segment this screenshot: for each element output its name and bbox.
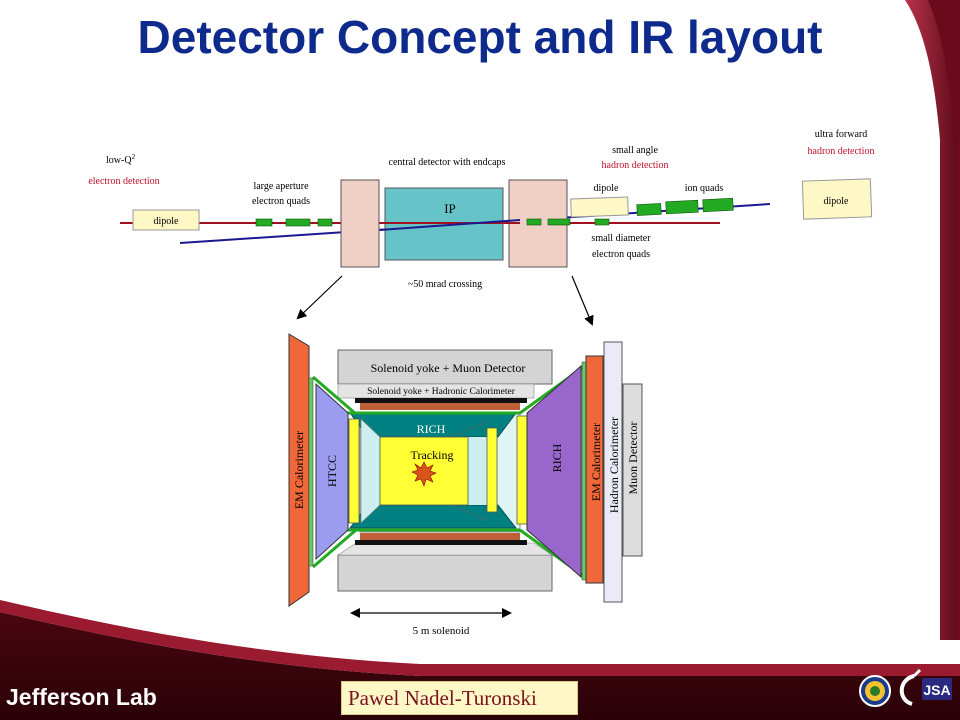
em-cal-right-label: EM Calorimeter — [589, 423, 603, 501]
wedge-line-1 — [449, 420, 491, 438]
dipole-mid-label: dipole — [594, 183, 620, 194]
right-swoosh — [905, 0, 960, 640]
dipole-left-label: dipole — [154, 216, 180, 227]
ultra-forward-label-2: hadron detection — [808, 146, 875, 157]
ion-quad-2 — [665, 199, 699, 215]
yellow-bar-right — [516, 415, 528, 525]
dipole-right-box — [801, 178, 873, 220]
jefferson-lab-logo: Jefferson Lab — [6, 684, 157, 710]
seal-icon — [859, 675, 891, 707]
ip-label: IP — [444, 201, 456, 216]
wedge-line-2 — [449, 504, 491, 522]
crossing-label: ~50 mrad crossing — [408, 279, 482, 290]
coil-top — [355, 398, 527, 403]
small-electron-quad-2 — [547, 218, 571, 226]
ir-layout: low-Q2 electron detection dipole large a… — [88, 129, 875, 326]
rich-right-label: RICH — [550, 443, 564, 472]
coil-top-inner — [360, 403, 520, 410]
endcap-left — [340, 179, 380, 268]
rich-right — [526, 364, 582, 579]
small-angle-label-2: hadron detection — [602, 160, 669, 171]
right-swoosh-dark — [928, 0, 960, 640]
electron-quad-3 — [317, 218, 333, 227]
wedge-left — [360, 418, 381, 524]
author-box: Pawel Nadel-Turonski — [341, 681, 578, 715]
low-q2-label: low-Q2 — [106, 153, 136, 166]
muon-detector-label: Muon Detector — [626, 422, 640, 495]
zoom-arrow-right — [571, 275, 594, 326]
htcc-label: HTCC — [325, 455, 339, 487]
yellow-bar-left — [348, 418, 360, 524]
em-cal-right-strip — [581, 361, 587, 581]
page-title: Detector Concept and IR layout — [137, 11, 823, 63]
small-electron-quad-1 — [526, 218, 542, 226]
solenoid-length-label: 5 m solenoid — [413, 625, 470, 637]
hadronic-cal-bottom — [337, 542, 553, 556]
large-aperture-label-1: large aperture — [253, 181, 309, 192]
em-calorimeter-right — [585, 355, 604, 584]
muon-detector — [622, 383, 643, 557]
yellow-bar-mid — [486, 427, 498, 513]
jsa-logo-icon: JSA — [899, 668, 952, 706]
small-diameter-label-2: electron quads — [592, 249, 650, 260]
small-diameter-label-1: small diameter — [591, 233, 651, 244]
bottom-band — [0, 612, 960, 720]
hadron-calorimeter — [603, 341, 623, 603]
wedge-right — [468, 437, 488, 505]
electron-quad-1 — [255, 218, 273, 227]
green-line-bl — [312, 528, 357, 569]
tracking-label: Tracking — [411, 448, 454, 462]
small-electron-quad-3 — [594, 218, 610, 226]
solenoid-yoke-bottom — [337, 554, 553, 592]
coil-bottom — [355, 540, 527, 545]
large-aperture-label-2: electron quads — [252, 196, 310, 207]
low-q2-sub-label: electron detection — [88, 176, 159, 187]
collision-icon — [411, 461, 437, 487]
rich-top-label: RICH — [417, 422, 446, 436]
green-line-tl — [312, 375, 357, 416]
ion-quad-3 — [702, 197, 734, 213]
bottom-band-accent — [0, 600, 960, 676]
electron-quad-2 — [285, 218, 311, 227]
em-calorimeter-left — [288, 333, 310, 607]
em-cal-left-strip — [308, 377, 314, 567]
svg-text:JSA: JSA — [923, 682, 950, 698]
dipole-left-box — [132, 209, 200, 231]
ion-beam-central — [379, 219, 521, 231]
hadron-cal-label: Hadron Calorimeter — [607, 417, 621, 513]
htcc — [315, 382, 349, 561]
coil-bottom-inner — [360, 533, 520, 540]
ultra-forward-label-1: ultra forward — [815, 129, 867, 140]
em-cal-left-label: EM Calorimeter — [292, 431, 306, 509]
ion-quad-1 — [636, 203, 662, 216]
solenoid-muon-label: Solenoid yoke + Muon Detector — [371, 361, 526, 375]
dipole-right-label: dipole — [824, 196, 850, 207]
solenoid-yoke-top — [337, 349, 553, 385]
zoom-arrow-left — [296, 275, 343, 320]
central-detector-label: central detector with endcaps — [389, 157, 506, 168]
small-angle-label-1: small angle — [612, 145, 658, 156]
detector-cross-section: Solenoid yoke + Muon Detector Solenoid y… — [288, 333, 643, 637]
solenoid-hadronic-label: Solenoid yoke + Hadronic Calorimeter — [367, 387, 516, 397]
dipole-mid-box — [570, 196, 629, 218]
ion-quads-label: ion quads — [685, 183, 724, 194]
